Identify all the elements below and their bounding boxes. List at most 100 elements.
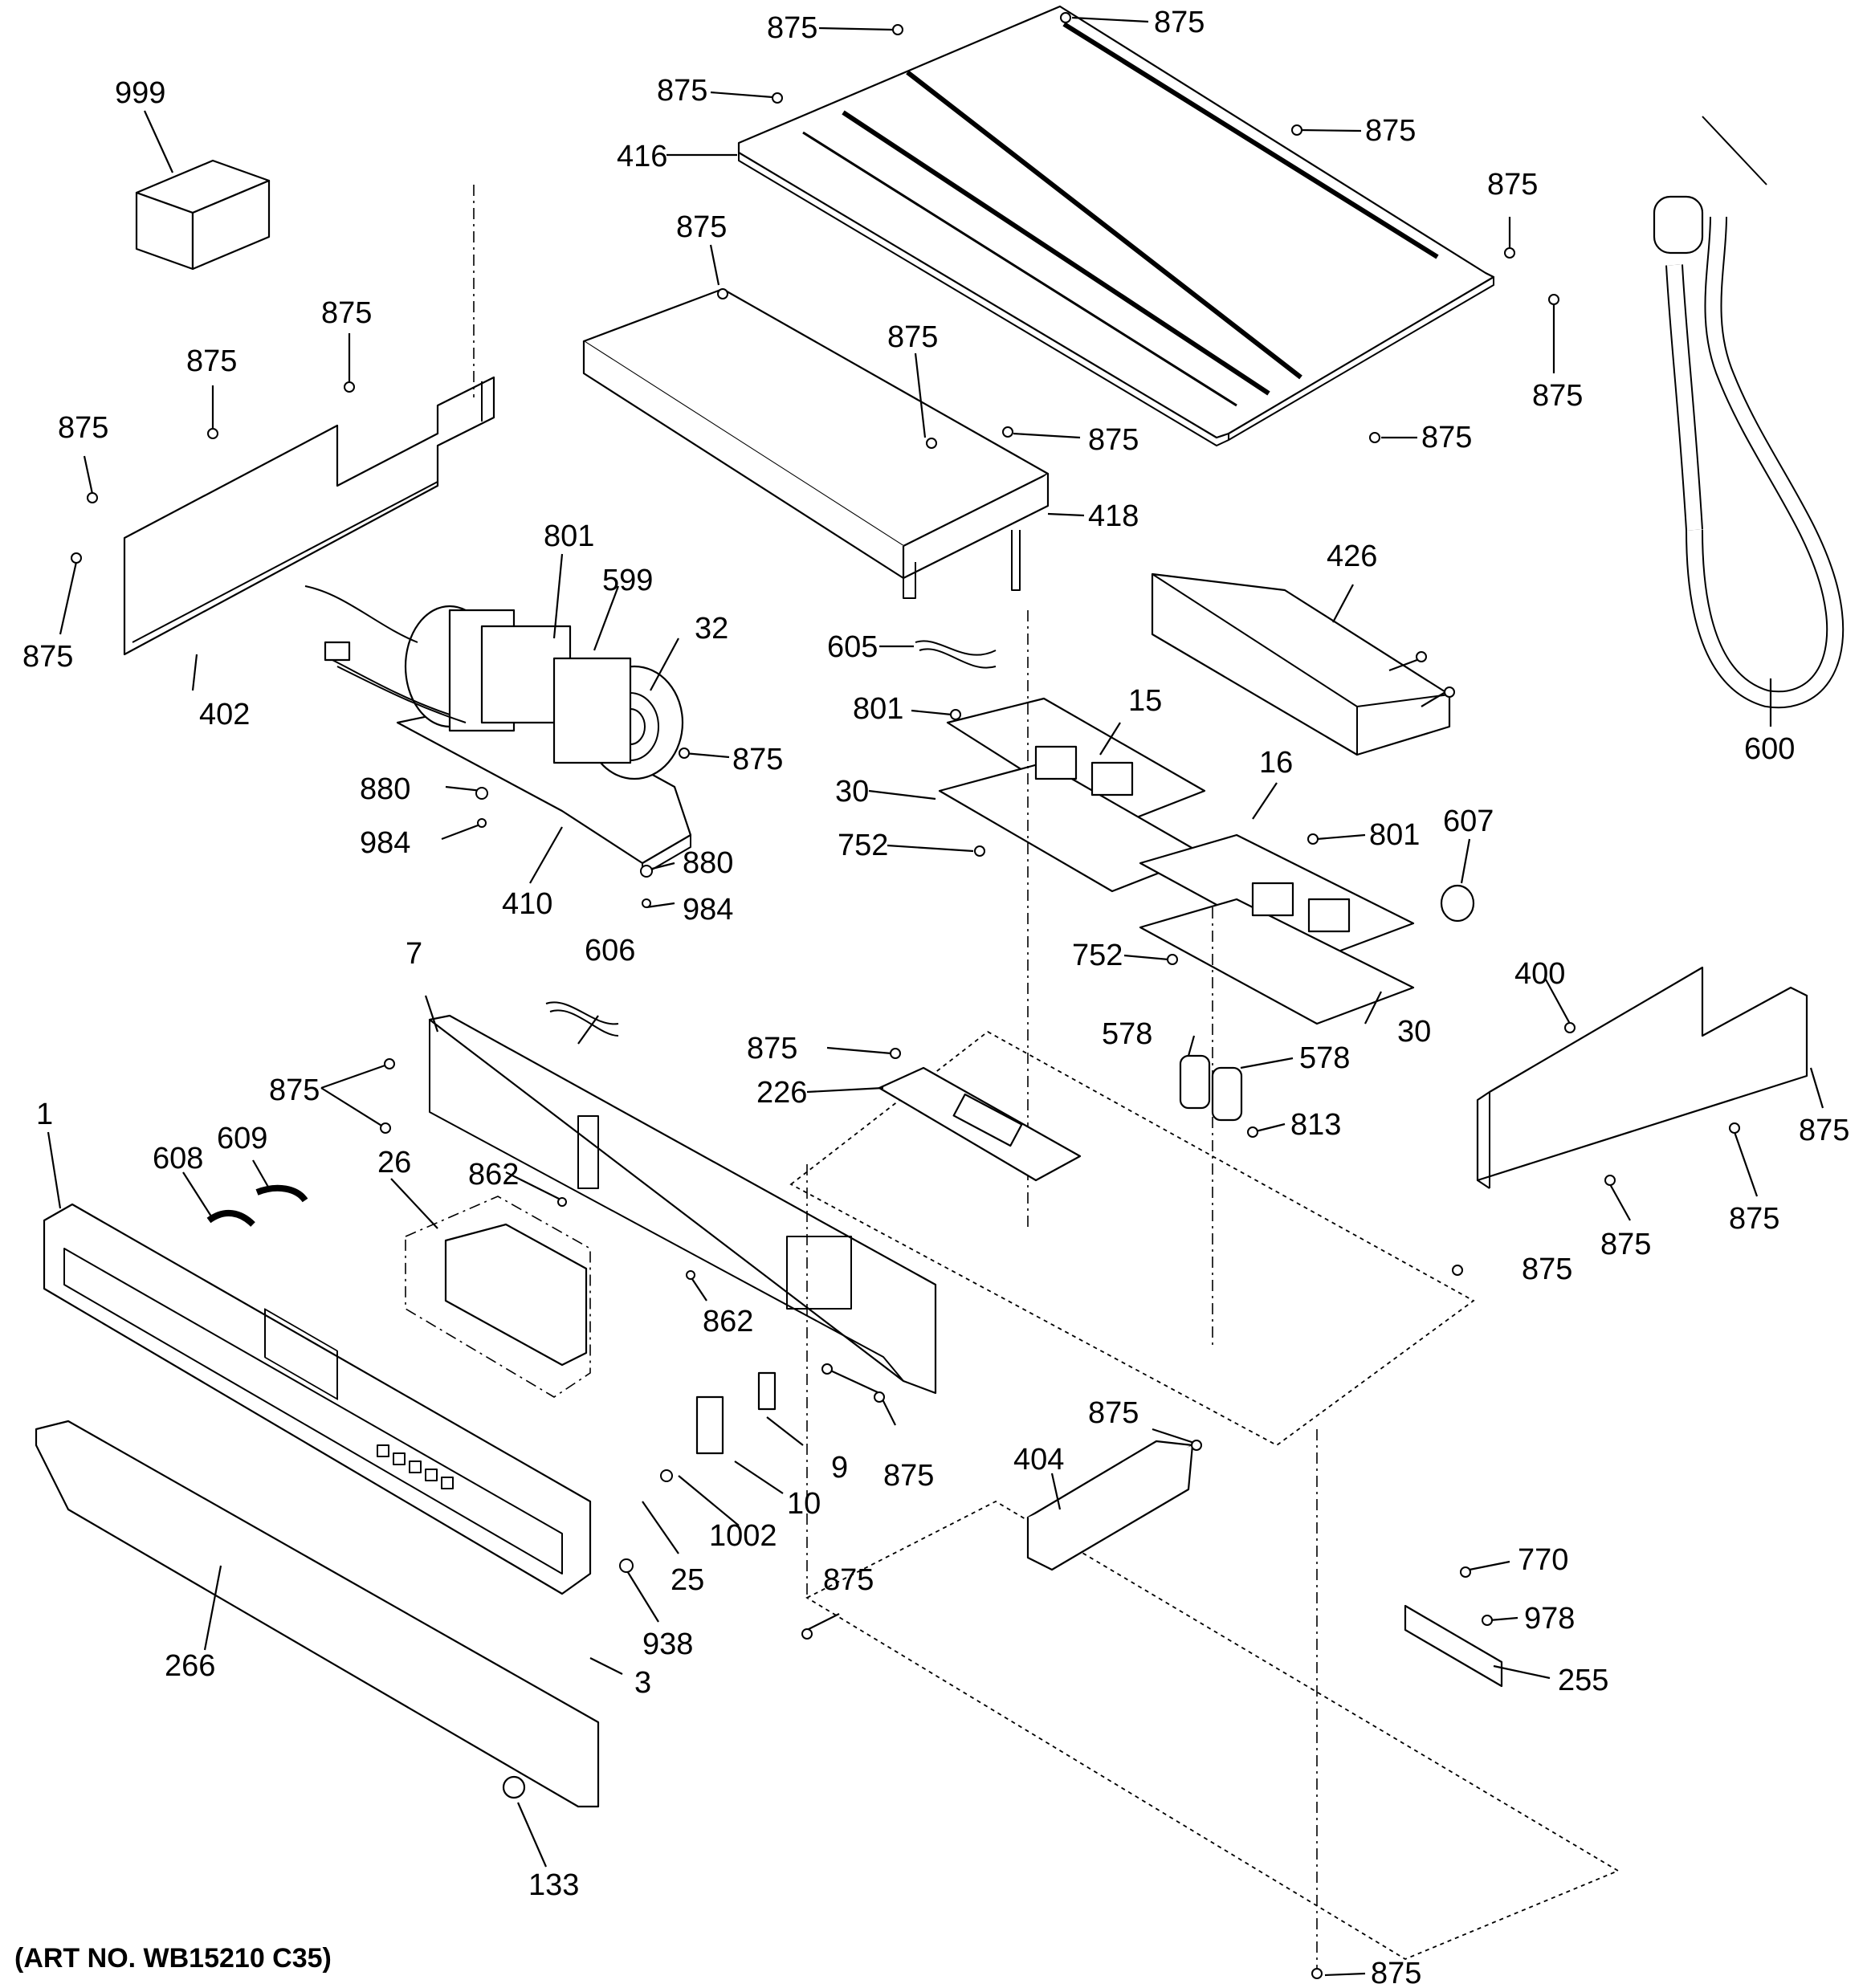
label-875: 875 <box>1421 421 1472 454</box>
label-400: 400 <box>1514 957 1565 991</box>
switch-9 <box>757 1371 777 1411</box>
label-801: 801 <box>544 519 594 553</box>
label-875: 875 <box>1532 379 1583 413</box>
knob-133 <box>502 1775 526 1799</box>
label-875: 875 <box>657 74 707 108</box>
label-875: 875 <box>747 1032 797 1065</box>
terminal-block-255 <box>1404 1604 1503 1688</box>
label-15: 15 <box>1128 684 1162 718</box>
label-25: 25 <box>671 1563 704 1597</box>
label-416: 416 <box>617 140 667 173</box>
label-418: 418 <box>1088 499 1139 533</box>
label-875: 875 <box>186 344 237 378</box>
label-978: 978 <box>1524 1602 1575 1636</box>
cover-418 <box>582 287 1050 599</box>
label-875: 875 <box>1154 6 1205 39</box>
label-599: 599 <box>602 564 653 597</box>
label-30: 30 <box>835 775 869 809</box>
label-875: 875 <box>1088 423 1139 457</box>
label-875: 875 <box>676 210 727 244</box>
label-999: 999 <box>115 76 165 110</box>
label-875: 875 <box>22 640 73 674</box>
label-875: 875 <box>269 1073 320 1107</box>
trim-266 <box>35 1420 600 1808</box>
label-875: 875 <box>1799 1114 1849 1147</box>
label-875: 875 <box>1088 1396 1139 1430</box>
screw-group-top <box>772 12 1559 443</box>
label-752: 752 <box>838 829 888 862</box>
label-984: 984 <box>360 826 410 860</box>
convection-fan-assembly-32 <box>304 585 692 876</box>
label-752: 752 <box>1072 939 1123 972</box>
label-10: 10 <box>787 1487 821 1521</box>
label-426: 426 <box>1327 540 1377 573</box>
motor-607 <box>1440 884 1475 923</box>
label-255: 255 <box>1558 1664 1608 1697</box>
side-panel-402 <box>123 376 495 656</box>
label-770: 770 <box>1518 1543 1568 1577</box>
top-cover-panel-416 <box>737 5 1495 446</box>
label-875: 875 <box>1729 1202 1779 1236</box>
bracket-7 <box>428 1014 937 1395</box>
label-133: 133 <box>528 1868 579 1902</box>
label-984: 984 <box>683 893 733 927</box>
label-578: 578 <box>1102 1017 1152 1051</box>
label-875: 875 <box>58 411 108 445</box>
label-26: 26 <box>377 1146 411 1179</box>
label-608: 608 <box>153 1142 203 1175</box>
label-1: 1 <box>36 1098 53 1131</box>
harness-606 <box>545 1001 619 1037</box>
label-32: 32 <box>695 612 728 646</box>
label-607: 607 <box>1443 805 1494 838</box>
label-609: 609 <box>217 1122 267 1155</box>
label-30: 30 <box>1397 1015 1431 1049</box>
board-26 <box>405 1196 591 1398</box>
label-578: 578 <box>1299 1041 1350 1075</box>
label-3: 3 <box>634 1666 651 1700</box>
oven-frame-outline <box>473 185 1620 1975</box>
label-16: 16 <box>1259 746 1293 780</box>
box-999 <box>135 159 271 271</box>
control-board-16 <box>1139 833 1415 1025</box>
side-panel-400 <box>1476 966 1808 1189</box>
label-880: 880 <box>360 772 410 806</box>
label-600: 600 <box>1744 732 1795 766</box>
label-605: 605 <box>827 630 878 664</box>
cover-226 <box>878 1066 1082 1182</box>
label-875: 875 <box>887 320 938 354</box>
keypad-buttons <box>377 1444 454 1489</box>
label-875: 875 <box>1365 114 1416 148</box>
label-813: 813 <box>1290 1108 1341 1142</box>
label-862: 862 <box>703 1305 753 1338</box>
label-875: 875 <box>1487 168 1538 202</box>
control-panel-1 <box>43 1203 592 1595</box>
ribbon-608 <box>206 1209 255 1227</box>
label-606: 606 <box>585 934 635 968</box>
leader-lines <box>47 16 1824 1977</box>
label-410: 410 <box>502 887 552 921</box>
screw-group-misc <box>71 381 1740 1979</box>
label-875: 875 <box>1371 1957 1421 1988</box>
label-402: 402 <box>199 698 250 731</box>
label-404: 404 <box>1013 1443 1064 1477</box>
harness-605 <box>915 640 997 669</box>
ribbon-609 <box>255 1184 308 1203</box>
part-labels: 875 875 875 875 875 875 875 416 418 426 … <box>22 6 1849 1988</box>
label-875: 875 <box>823 1563 874 1597</box>
label-862: 862 <box>468 1158 519 1192</box>
capacitors-578 <box>1179 1054 1243 1122</box>
label-801: 801 <box>853 692 903 726</box>
label-875: 875 <box>883 1459 934 1493</box>
label-801: 801 <box>1369 818 1420 852</box>
label-875: 875 <box>732 743 783 776</box>
label-1002: 1002 <box>709 1519 777 1553</box>
label-226: 226 <box>756 1076 807 1110</box>
switch-10 <box>695 1395 724 1455</box>
label-875: 875 <box>767 11 817 45</box>
cover-426 <box>1151 572 1451 756</box>
label-880: 880 <box>683 846 733 880</box>
label-938: 938 <box>642 1627 693 1661</box>
label-9: 9 <box>831 1451 848 1485</box>
label-7: 7 <box>406 937 422 971</box>
